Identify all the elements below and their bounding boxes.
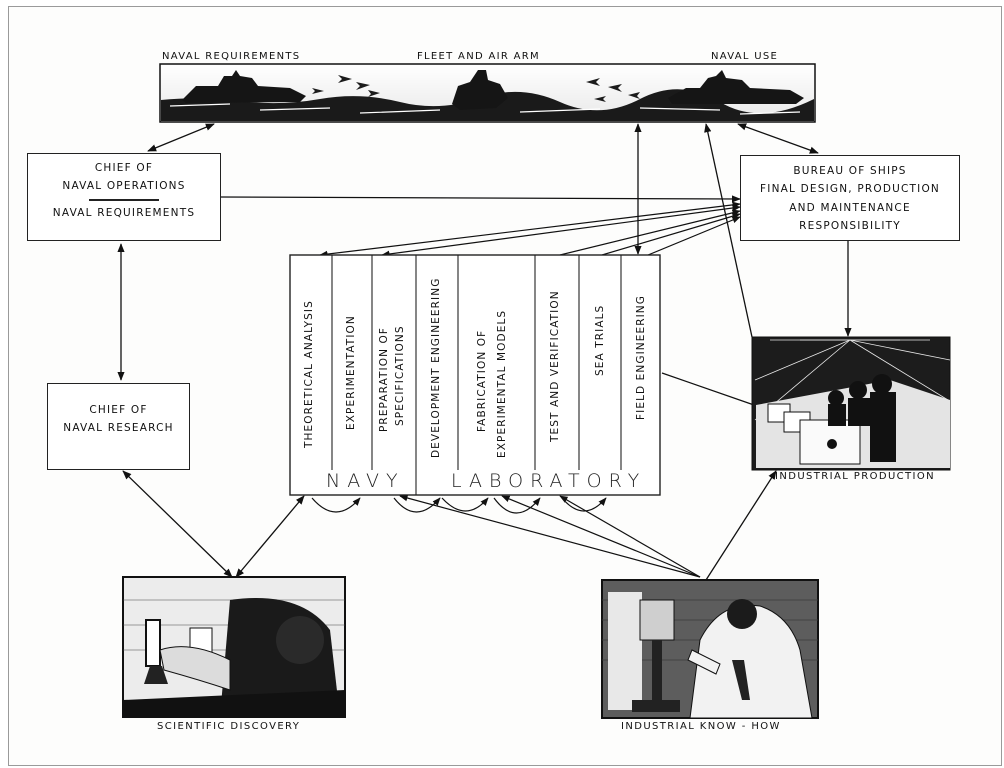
left-warship-icon (182, 70, 306, 103)
cnr-line2: NAVAL RESEARCH (63, 422, 174, 435)
navy-label: NAVY (326, 470, 405, 492)
industrial-production-illustration (751, 336, 951, 471)
column-test-and-verification: TEST AND VERIFICATION (549, 290, 561, 442)
caption-industrial-know-how: INDUSTRIAL KNOW - HOW (621, 721, 781, 732)
scientific-discovery-illustration (122, 576, 346, 718)
column-experimental-models: EXPERIMENTAL MODELS (496, 309, 508, 458)
aircraft-icons (312, 75, 640, 102)
cno-line2: NAVAL OPERATIONS (62, 180, 186, 193)
cno-divider (89, 198, 159, 201)
laboratory-panel (289, 254, 661, 496)
column-preparation-of: PREPARATION OF (378, 326, 390, 432)
chief-of-naval-research-box: CHIEF OF NAVAL RESEARCH (47, 383, 190, 470)
bureau-line3: AND MAINTENANCE (789, 201, 911, 214)
column-sea-trials: SEA TRIALS (594, 304, 606, 376)
column-development-engineering: DEVELOPMENT ENGINEERING (430, 277, 442, 458)
laboratory-label: LABORATORY (451, 470, 647, 492)
cnr-line1: CHIEF OF (89, 404, 148, 416)
bureau-line2: FINAL DESIGN, PRODUCTION (760, 183, 940, 196)
center-warship-icon (452, 70, 508, 110)
column-specifications: SPECIFICATIONS (394, 325, 406, 426)
caption-scientific-discovery: SCIENTIFIC DISCOVERY (157, 721, 301, 732)
bureau-line4: RESPONSIBILITY (799, 220, 901, 233)
column-experimentation: EXPERIMENTATION (345, 315, 357, 430)
bureau-line1: BUREAU OF SHIPS (793, 165, 907, 177)
cno-line1: CHIEF OF (94, 162, 154, 174)
right-warship-icon (668, 70, 804, 104)
column-field-engineering: FIELD ENGINEERING (635, 295, 647, 420)
caption-industrial-production: INDUSTRIAL PRODUCTION (775, 471, 936, 482)
banner-label-naval-use: NAVAL USE (711, 51, 779, 62)
cno-line3: NAVAL REQUIREMENTS (52, 206, 196, 219)
bureau-of-ships-box: BUREAU OF SHIPS FINAL DESIGN, PRODUCTION… (740, 155, 960, 241)
banner-label-fleet-and-air-arm: FLEET AND AIR ARM (417, 51, 540, 62)
column-fabrication-of: FABRICATION OF (476, 329, 488, 432)
industrial-know-how-illustration (601, 579, 819, 719)
column-theoretical-analysis: THEORETICAL ANALYSIS (303, 300, 315, 448)
fleet-banner (159, 63, 816, 123)
chief-of-naval-operations-box: CHIEF OF NAVAL OPERATIONS NAVAL REQUIREM… (27, 153, 221, 241)
banner-label-naval-requirements: NAVAL REQUIREMENTS (162, 51, 301, 62)
laboratory-feedback-loops (311, 497, 607, 514)
